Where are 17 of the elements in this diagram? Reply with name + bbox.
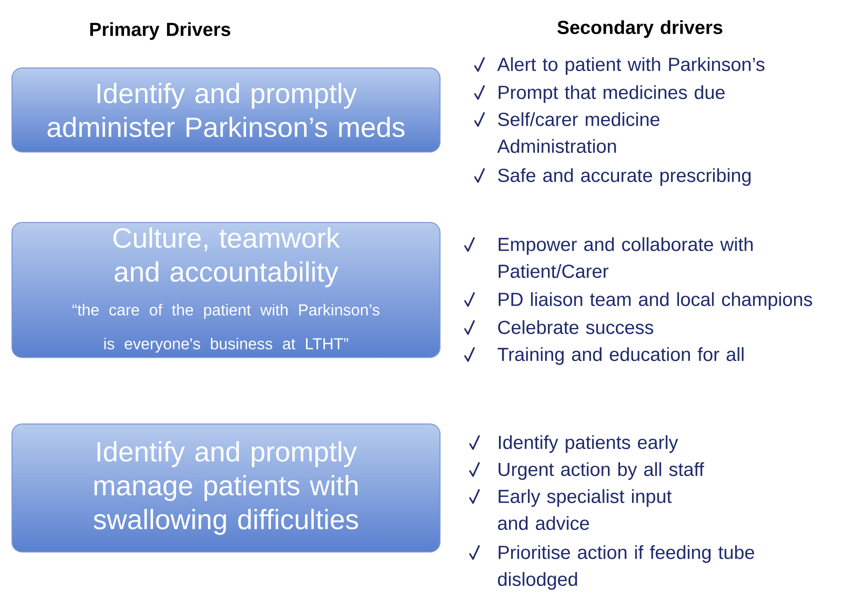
- driver-box: Identify and promptly administer Parkinson’s meds: [12, 68, 440, 152]
- driver-item: Prompt that medicines due: [498, 85, 725, 103]
- driver-item: Safe and accurate prescribing: [498, 168, 751, 186]
- driver-item: Prioritise action if feeding tube dislodged: [498, 545, 754, 590]
- driver-item: PD liaison team and local champions: [498, 292, 812, 310]
- column-heading: Secondary drivers: [557, 20, 722, 38]
- driver-item: Self/carer medicine Administration: [497, 112, 660, 153]
- driver-item: Urgent action by all staff: [498, 462, 704, 480]
- driver-item: Early specialist input and advice: [498, 489, 672, 530]
- column-heading: Primary Drivers: [90, 22, 230, 40]
- driver-item: Training and education for all: [498, 347, 744, 365]
- driver-item: Alert to patient with Parkinson’s: [497, 57, 764, 75]
- driver-item: Identify patients early: [498, 435, 678, 453]
- driver-item: Celebrate success: [498, 320, 654, 334]
- driver-box: Identify and promptly manage patients with swallowing difficulties: [12, 424, 440, 552]
- driver-item: Empower and collaborate with Patient/Carer: [498, 237, 753, 278]
- driver-box: Culture, teamwork and accountability “the care of the patient with Parkinson’s is everyone's business at LTHT”: [12, 222, 440, 358]
